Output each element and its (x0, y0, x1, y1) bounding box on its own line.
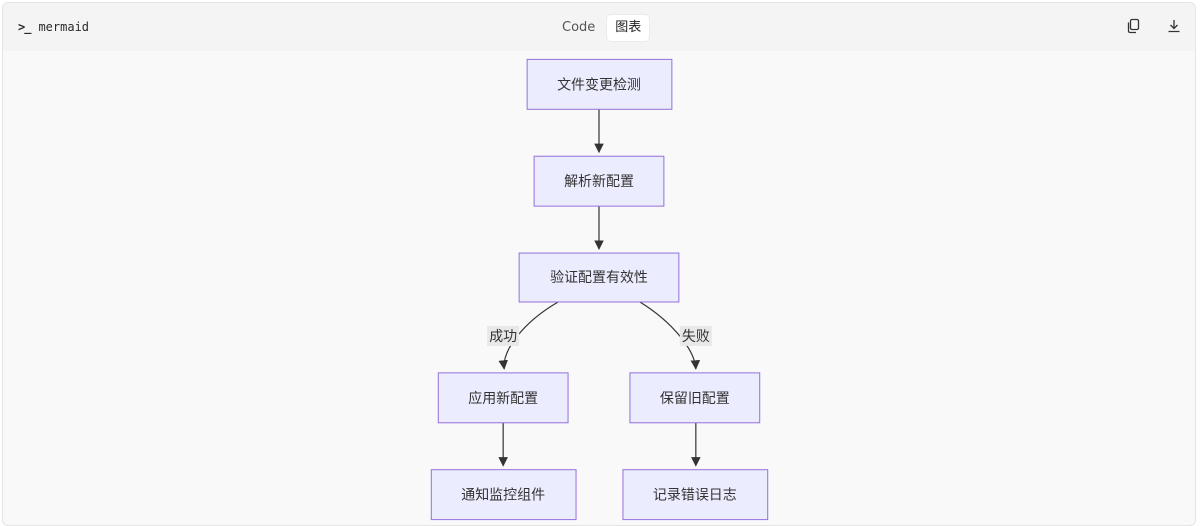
svg-text:验证配置有效性: 验证配置有效性 (550, 270, 648, 286)
download-icon[interactable] (1165, 17, 1185, 37)
svg-text:记录错误日志: 记录错误日志 (653, 488, 737, 504)
node-keep-old-config: 保留旧配置 (629, 372, 761, 424)
edge-label-failure: 失败 (679, 325, 712, 346)
code-block-header: >_ mermaid Code 图表 (3, 3, 1195, 51)
edge-label-success: 成功 (487, 325, 520, 346)
node-apply-config: 应用新配置 (437, 372, 569, 424)
svg-text:保留旧配置: 保留旧配置 (660, 391, 730, 407)
header-actions (1125, 17, 1185, 37)
node-parse-config: 解析新配置 (533, 155, 665, 207)
node-log-error: 记录错误日志 (622, 469, 769, 521)
svg-text:失败: 失败 (682, 329, 710, 345)
language-label: >_ mermaid (18, 20, 89, 34)
svg-text:文件变更检测: 文件变更检测 (557, 77, 641, 93)
tab-code[interactable]: Code (562, 20, 596, 35)
svg-text:通知监控组件: 通知监控组件 (461, 487, 545, 504)
language-name: mermaid (38, 20, 90, 34)
tab-diagram[interactable]: 图表 (607, 15, 650, 41)
view-tabs: Code 图表 (554, 15, 650, 41)
node-validate-config: 验证配置有效性 (518, 252, 680, 303)
terminal-icon: >_ (18, 20, 31, 34)
node-file-change-detect: 文件变更检测 (526, 58, 673, 110)
svg-text:成功: 成功 (489, 329, 517, 345)
copy-icon[interactable] (1125, 17, 1145, 37)
node-notify-monitor: 通知监控组件 (430, 469, 577, 521)
svg-text:应用新配置: 应用新配置 (468, 390, 538, 407)
svg-text:解析新配置: 解析新配置 (564, 174, 634, 190)
flowchart-diagram: 成功 失败 文件变更检测 解析新配置 验证配置有效性 应用新配置 保留旧配置 (430, 58, 769, 521)
